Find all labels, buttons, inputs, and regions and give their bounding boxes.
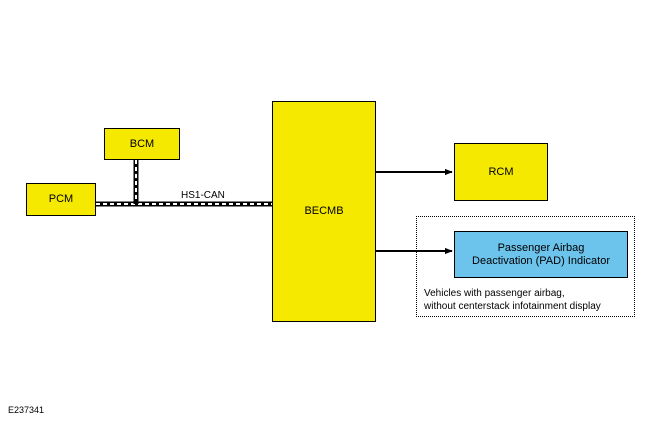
becmb-module: BECMB (272, 101, 376, 322)
bcm-module: BCM (104, 128, 180, 160)
note-line2: without centerstack infotainment display (424, 301, 601, 312)
pad-indicator-module: Passenger Airbag Deactivation (PAD) Indi… (454, 231, 628, 278)
optional-equipment-frame (416, 216, 635, 317)
bcm-label: BCM (129, 137, 155, 150)
rcm-label: RCM (488, 165, 514, 178)
pad-label-line2: Deactivation (PAD) Indicator (472, 254, 610, 267)
optional-equipment-note: Vehicles with passenger airbag, without … (424, 287, 601, 313)
pad-label: Passenger Airbag Deactivation (PAD) Indi… (472, 242, 610, 268)
pad-label-line1: Passenger Airbag (497, 241, 585, 254)
pcm-module: PCM (26, 183, 96, 216)
figure-id: E237341 (8, 405, 45, 415)
note-line1: Vehicles with passenger airbag, (424, 288, 565, 299)
pcm-label: PCM (48, 193, 74, 205)
rcm-module: RCM (454, 143, 548, 201)
becmb-label: BECMB (304, 205, 344, 217)
hs1-can-label: HS1-CAN (181, 190, 225, 201)
